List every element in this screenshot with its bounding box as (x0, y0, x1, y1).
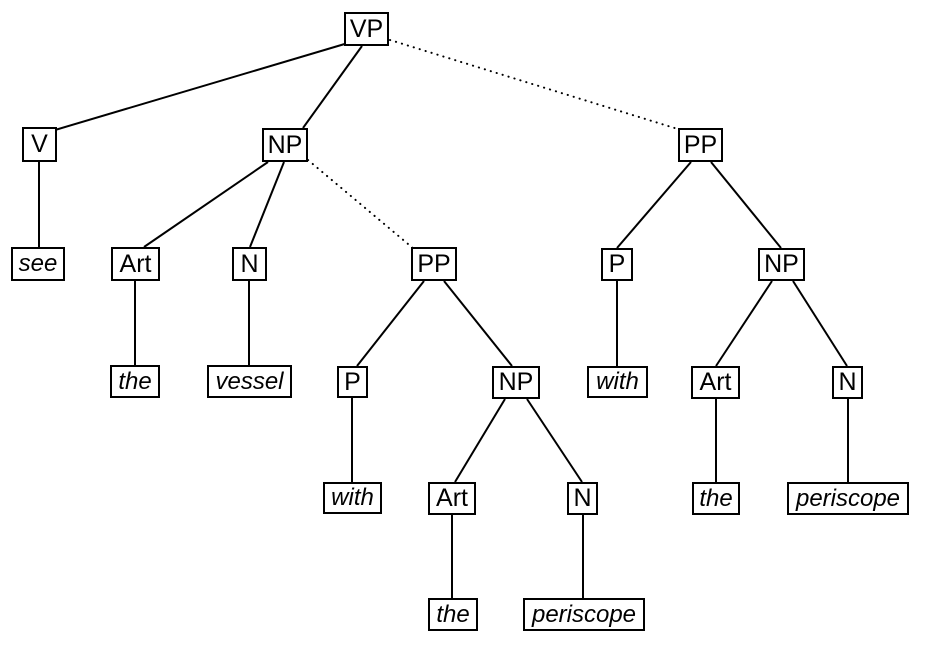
tree-node-pp_vp[interactable]: PP (678, 128, 723, 162)
tree-node-art_np[interactable]: Art (428, 482, 476, 515)
tree-node-art1[interactable]: Art (111, 247, 160, 281)
tree-node-see[interactable]: see (11, 247, 65, 281)
tree-edge-np_vp-to-n_vp (792, 280, 848, 367)
tree-node-with_np[interactable]: with (323, 482, 382, 514)
tree-edge-np_np-to-art_np (454, 398, 506, 483)
tree-edge-pp_np-to-p_np (356, 280, 425, 367)
tree-node-n_vp[interactable]: N (832, 366, 863, 399)
tree-node-vp[interactable]: VP (344, 12, 389, 46)
tree-node-np1[interactable]: NP (262, 128, 308, 162)
tree-node-the_vp[interactable]: the (692, 482, 740, 515)
tree-edge-np1-to-pp_np (307, 159, 415, 250)
tree-node-p_vp[interactable]: P (601, 248, 633, 281)
tree-edge-pp_np-to-np_np (443, 280, 513, 367)
tree-node-p_np[interactable]: P (337, 366, 368, 398)
tree-edge-np_vp-to-art_vp (715, 280, 773, 367)
tree-node-with_vp[interactable]: with (587, 366, 648, 398)
tree-node-periscope_vp[interactable]: periscope (787, 482, 909, 515)
tree-node-np_vp[interactable]: NP (758, 248, 805, 281)
tree-node-n1[interactable]: N (232, 247, 267, 281)
tree-node-art_vp[interactable]: Art (691, 366, 740, 399)
tree-edge-vp-to-v (54, 42, 349, 131)
tree-edge-np_np-to-n_np (526, 398, 583, 483)
tree-node-vessel[interactable]: vessel (207, 365, 292, 398)
tree-edge-vp-to-np1 (302, 45, 363, 129)
tree-edge-pp_vp-to-p_vp (616, 161, 692, 249)
tree-edge-np1-to-art1 (143, 161, 269, 248)
tree-node-v[interactable]: V (22, 127, 57, 162)
tree-node-pp_np[interactable]: PP (411, 247, 457, 281)
tree-node-np_np[interactable]: NP (492, 366, 540, 399)
tree-node-the1[interactable]: the (110, 365, 160, 398)
tree-edge-np1-to-n1 (249, 161, 285, 248)
tree-node-periscope_np[interactable]: periscope (523, 598, 645, 631)
tree-edge-pp_vp-to-np_vp (710, 161, 782, 249)
tree-node-the_np[interactable]: the (428, 598, 478, 631)
tree-edge-vp-to-pp_vp (389, 39, 682, 131)
tree-node-n_np[interactable]: N (567, 482, 598, 515)
